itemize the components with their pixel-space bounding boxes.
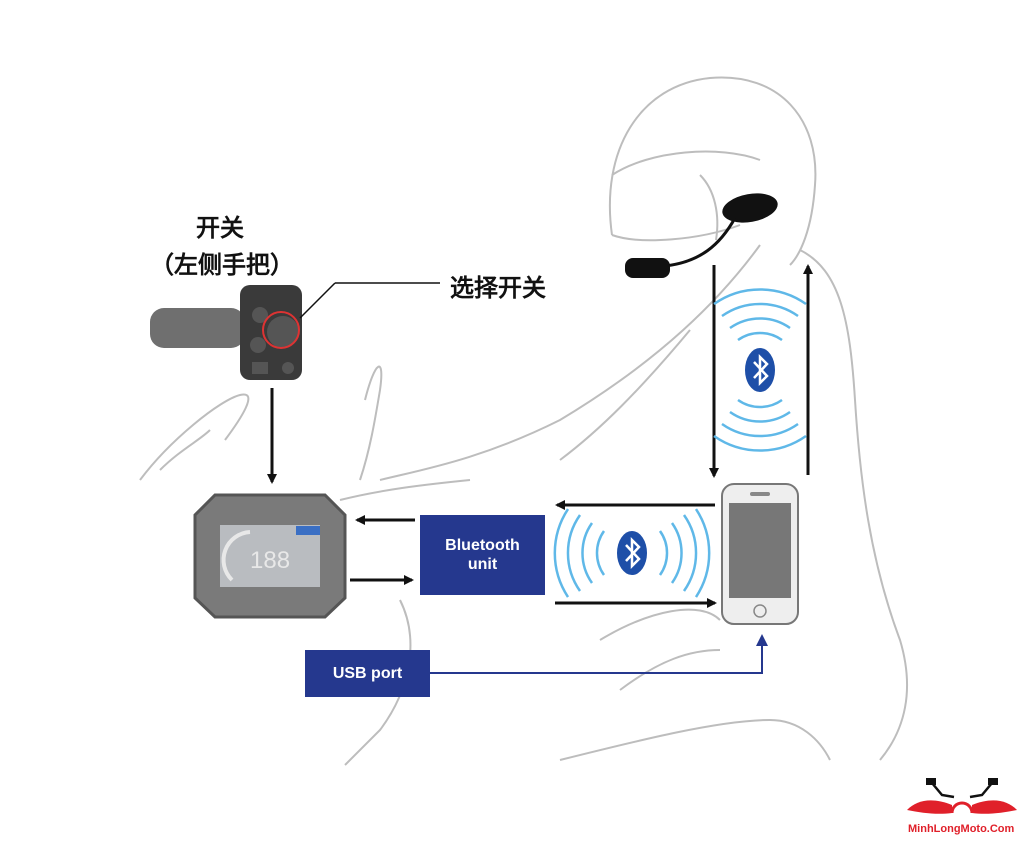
handlebar-switch [150,285,302,380]
switch-subtitle: （左侧手把） [150,251,294,279]
dashboard-display: 188 [193,493,347,619]
smartphone [721,483,799,625]
callout-line [299,282,336,319]
minhlongmoto-logo [907,778,1017,814]
switch-title: 开关 [196,214,244,242]
rider-outline [139,76,909,766]
bluetooth-unit-box: Bluetooth unit [420,515,545,595]
headset-microphone [625,193,778,278]
selector-highlight-circle [262,311,300,349]
dash-speed-readout: 188 [250,547,290,574]
usb-cable-line [430,634,768,674]
selector-switch-label: 选择开关 [450,274,546,302]
logo-text: MinhLongMoto.Com [908,823,1015,835]
bluetooth-icon-helmet [713,288,807,452]
data-flow-arrows [267,264,813,608]
usb-port-box: USB port [305,650,430,697]
bluetooth-icon-link [553,508,711,598]
